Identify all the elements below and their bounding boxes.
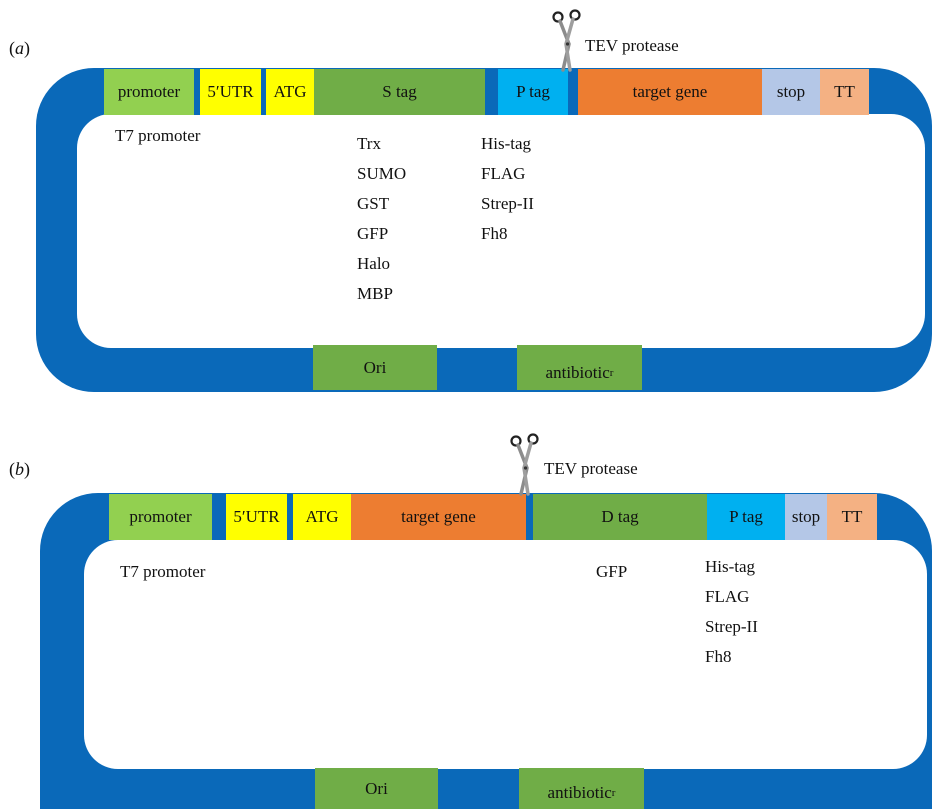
panel-a: (a) promoter 5′UTR ATG S tag P tag targe…: [0, 0, 932, 400]
p-tag-option: Strep-II: [481, 194, 534, 213]
segment-s-tag: S tag: [314, 69, 485, 115]
plasmid-backbone-b: [40, 493, 932, 809]
plasmid-interior-b: [84, 540, 927, 769]
segment-utr: 5′UTR: [200, 69, 261, 115]
segment-stop: stop: [785, 494, 827, 540]
segment-atg: ATG: [293, 494, 351, 540]
panel-a-label: (a): [9, 38, 30, 58]
plasmid-interior-a: [77, 114, 925, 348]
separator: [261, 69, 266, 115]
p-tag-options: His-tag FLAG Strep-II Fh8: [481, 129, 534, 249]
resistance-superscript: r: [609, 366, 614, 379]
antibiotic-label: antibiotic: [545, 362, 610, 382]
scissors-icon: [510, 433, 539, 496]
p-tag-option: Fh8: [481, 224, 508, 243]
separator: [194, 69, 200, 115]
segment-p-tag: P tag: [498, 69, 568, 115]
s-tag-option: SUMO: [357, 164, 407, 183]
p-tag-option: His-tag: [705, 557, 756, 576]
s-tag-option: MBP: [357, 284, 393, 303]
tev-protease-label: TEV protease: [544, 459, 638, 478]
s-tag-option: GST: [357, 194, 390, 213]
antibiotic-label: antibiotic: [547, 782, 612, 802]
segment-atg: ATG: [266, 69, 314, 115]
segment-target-gene: target gene: [351, 494, 526, 540]
segment-ori: Ori: [315, 768, 438, 809]
segment-stop: stop: [762, 69, 820, 115]
d-tag-options: GFP: [596, 557, 627, 587]
segment-tt: TT: [827, 494, 877, 540]
segment-d-tag: D tag: [533, 494, 707, 540]
separator: [287, 494, 293, 540]
segment-p-tag: P tag: [707, 494, 785, 540]
t7-promoter-label: T7 promoter: [115, 126, 201, 145]
tev-protease-label: TEV protease: [585, 36, 679, 55]
p-tag-option: Fh8: [705, 647, 732, 666]
segment-ori: Ori: [313, 345, 437, 390]
separator: [212, 494, 226, 540]
panel-b-label: (b): [9, 459, 30, 479]
segment-promoter: promoter: [104, 69, 194, 115]
p-tag-options: His-tag FLAG Strep-II Fh8: [705, 552, 758, 672]
p-tag-option: His-tag: [481, 134, 532, 153]
s-tag-option: GFP: [357, 224, 389, 243]
t7-promoter-label: T7 promoter: [120, 562, 206, 581]
p-tag-option: FLAG: [705, 587, 750, 606]
p-tag-option: Strep-II: [705, 617, 758, 636]
s-tag-options: Trx SUMO GST GFP Halo MBP: [357, 129, 406, 309]
segment-promoter: promoter: [109, 494, 212, 540]
s-tag-option: Halo: [357, 254, 391, 273]
resistance-superscript: r: [611, 786, 616, 799]
scissors-icon: [552, 9, 581, 72]
d-tag-option: GFP: [596, 562, 628, 581]
p-tag-option: FLAG: [481, 164, 526, 183]
separator: [526, 494, 533, 540]
separator: [485, 69, 498, 115]
segment-tt: TT: [820, 69, 869, 115]
segment-utr: 5′UTR: [226, 494, 287, 540]
segment-target-gene: target gene: [578, 69, 762, 115]
separator: [568, 69, 578, 115]
s-tag-option: Trx: [357, 134, 381, 153]
